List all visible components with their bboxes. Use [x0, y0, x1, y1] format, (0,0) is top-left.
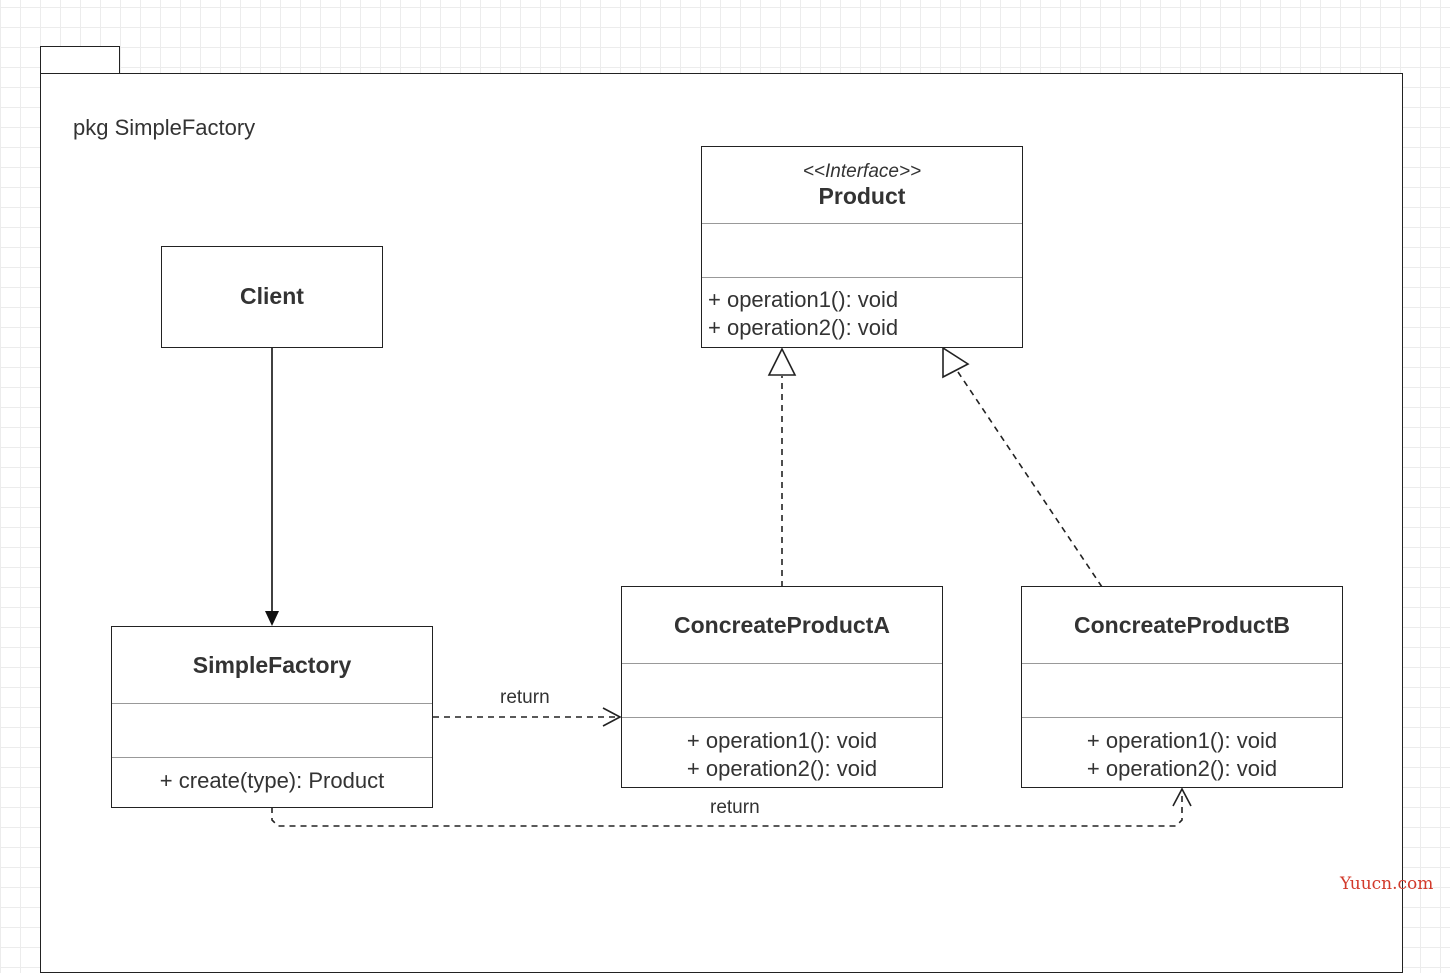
package-label: pkg SimpleFactory	[73, 115, 256, 140]
attributes-section	[702, 223, 1022, 277]
operation-item: + operation1(): void	[708, 287, 899, 312]
operation-item: + operation2(): void	[708, 315, 899, 340]
operations-section: + operation1(): void + operation2(): voi…	[622, 717, 942, 786]
operations-section: + create(type): Product	[112, 757, 432, 806]
factory-to-b-arrowhead	[1172, 787, 1192, 807]
class-name: ConcreateProductB	[1074, 611, 1290, 638]
return-label-a: return	[500, 687, 550, 708]
concrete-product-a-class[interactable]: ConcreateProductA + operation1(): void +…	[621, 586, 943, 788]
product-b-realization-line	[957, 371, 1103, 588]
attributes-section	[112, 703, 432, 757]
operation-item: + operation1(): void	[686, 728, 878, 753]
operation-item: + operation2(): void	[686, 756, 878, 781]
client-class[interactable]: Client	[161, 246, 383, 348]
product-b-realization-arrowhead	[942, 346, 970, 379]
class-name: SimpleFactory	[192, 651, 352, 678]
product-interface[interactable]: <<Interface>> Product + operation1(): vo…	[701, 146, 1023, 348]
simple-factory-class[interactable]: SimpleFactory + create(type): Product	[111, 626, 433, 808]
attributes-section	[622, 663, 942, 717]
attributes-section	[1022, 663, 1342, 717]
stereotype-label: <<Interface>>	[802, 160, 922, 182]
client-to-factory-arrowhead	[265, 611, 279, 626]
package-tab	[40, 46, 120, 74]
concrete-product-b-class[interactable]: ConcreateProductB + operation1(): void +…	[1021, 586, 1343, 788]
operation-item: + create(type): Product	[159, 768, 385, 793]
operations-section: + operation1(): void + operation2(): voi…	[702, 277, 1022, 346]
class-name: ConcreateProductA	[674, 611, 890, 638]
connectors-layer	[265, 346, 1192, 827]
operations-section: + operation1(): void + operation2(): voi…	[1022, 717, 1342, 786]
class-name: Product	[818, 182, 906, 209]
product-a-realization-arrowhead	[767, 347, 797, 376]
factory-to-a-arrowhead	[602, 707, 622, 727]
operation-item: + operation2(): void	[1086, 756, 1278, 781]
class-header: <<Interface>> Product	[702, 147, 1022, 223]
class-name: Client	[240, 283, 304, 309]
watermark-text: Yuucn.com	[1340, 874, 1434, 894]
operation-item: + operation1(): void	[1086, 728, 1278, 753]
return-label-b: return	[710, 797, 760, 818]
